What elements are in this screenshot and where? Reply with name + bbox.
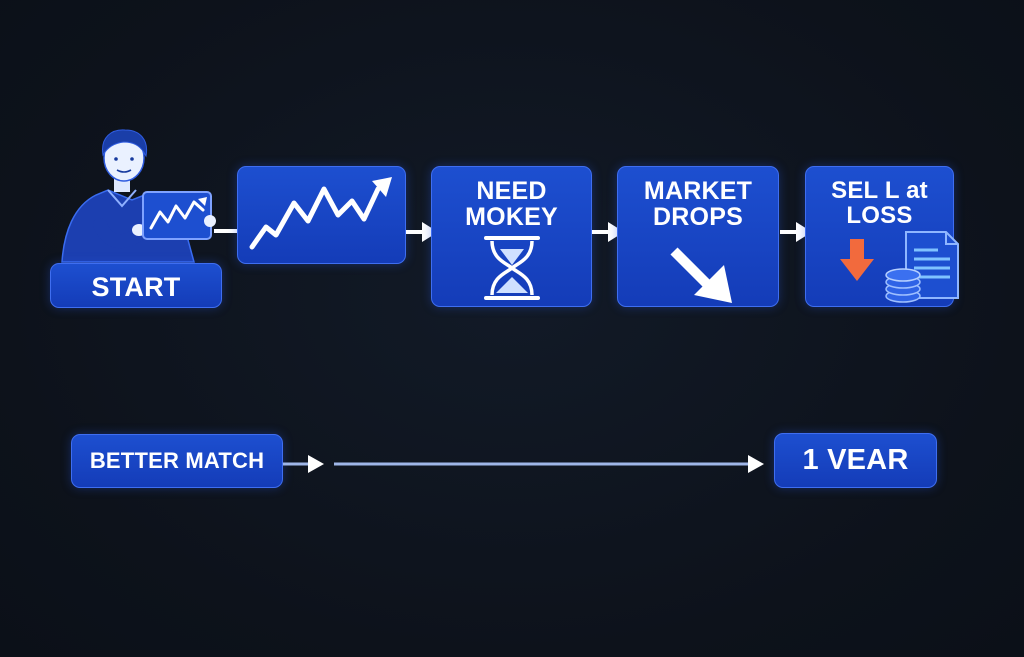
down-trend-arrow-icon	[670, 247, 732, 303]
rising-chart-box	[237, 166, 406, 264]
one-year-box: 1 VEAR	[774, 433, 937, 488]
market-line-1: MARKET	[643, 177, 753, 205]
market-drops-label: MARKET DROPS	[618, 178, 778, 231]
start-box: START	[50, 263, 222, 308]
sell-at-loss-label: SEL L at LOSS	[806, 178, 953, 228]
need-line-1: NEED	[476, 177, 547, 205]
loss-arrow-icon	[840, 239, 874, 281]
start-label: START	[91, 272, 181, 302]
market-drops-box: MARKET DROPS	[617, 166, 779, 307]
one-year-label: 1 VEAR	[802, 444, 909, 476]
sell-line-1: SEL L at	[831, 177, 928, 204]
hourglass-icon	[484, 236, 540, 300]
market-line-2: DROPS	[653, 203, 743, 232]
better-match-box: BETTER MATCH	[71, 434, 283, 488]
sell-line-2: LOSS	[846, 202, 913, 230]
need-line-2: MOKEY	[465, 203, 558, 232]
rising-chart-icon	[249, 177, 392, 250]
need-money-label: NEED MOKEY	[432, 178, 591, 231]
need-money-box: NEED MOKEY	[431, 166, 592, 307]
better-match-label: BETTER MATCH	[89, 448, 265, 473]
